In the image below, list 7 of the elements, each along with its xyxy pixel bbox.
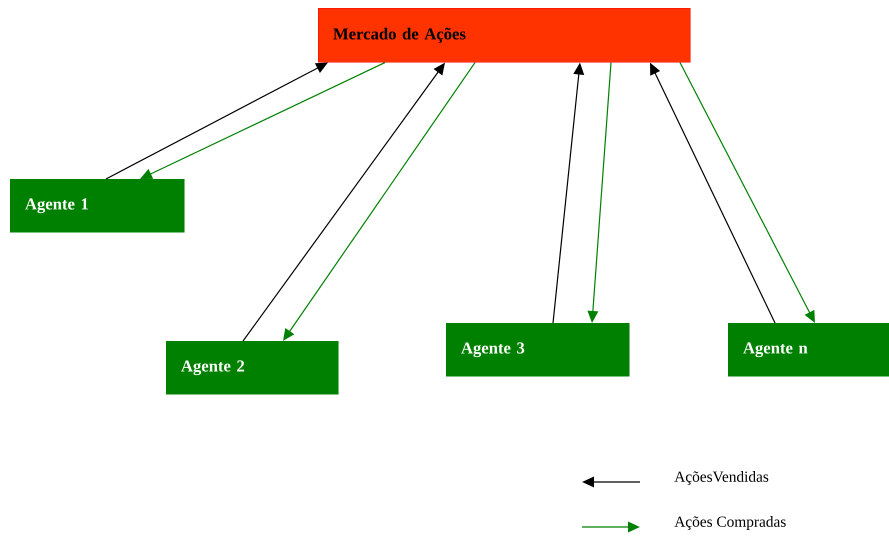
agent-box: Agente 1 [10,179,185,233]
agent-box: Agente 2 [166,341,339,395]
market-box: Mercado de Ações [318,8,691,63]
legend-label: AçõesVendidas [674,471,768,485]
agent-box: Agente n [728,323,889,377]
agent-box: Agente 3 [446,323,630,377]
legend-label: Ações Compradas [674,516,786,530]
